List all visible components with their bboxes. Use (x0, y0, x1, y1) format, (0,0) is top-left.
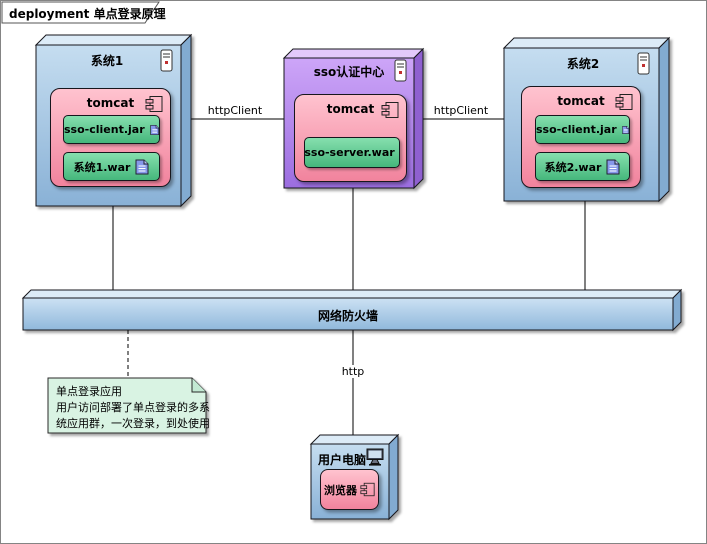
component-tomcat-sso: tomcat sso-server.war (294, 94, 407, 182)
artifact-sso-client-jar: sso-client.jar (535, 115, 630, 144)
node-system2-label: 系统2 (566, 57, 600, 71)
component-icon (360, 482, 375, 497)
artifact-label: sso-client.jar (536, 123, 617, 136)
artifact-system2-war: 系统2.war (535, 152, 630, 181)
server-icon (394, 59, 407, 82)
artifact-label: sso-client.jar (64, 123, 145, 136)
document-icon (149, 124, 159, 135)
connectors (112, 118, 586, 444)
component-tomcat-label: tomcat (86, 96, 135, 110)
artifact-label: sso-server.war (304, 146, 395, 159)
note: 单点登录应用 用户访问部署了单点登录的多系 统应用群，一次登录，到处使用 (56, 384, 210, 432)
server-icon (637, 52, 650, 75)
artifact-label: 系统1.war (73, 160, 131, 174)
document-icon (621, 125, 629, 134)
edge-label-http: http (331, 365, 375, 378)
edge-label-httpclient-right: httpClient (433, 104, 489, 117)
component-tomcat-system1: tomcat sso-client.jar 系统1.war (50, 88, 171, 187)
component-icon (381, 102, 399, 118)
document-icon (135, 159, 149, 174)
node-firewall-label: 网络防火墙 (317, 309, 378, 323)
component-tomcat-label: tomcat (557, 94, 605, 108)
component-tomcat-label: tomcat (326, 102, 375, 116)
artifact-sso-server-war: sso-server.war (304, 137, 400, 168)
component-tomcat-system2: tomcat sso-client.jar 系统2.war (521, 86, 641, 188)
note-line: 单点登录应用 (56, 385, 122, 398)
artifact-label: 系统2.war (544, 160, 602, 174)
edge-label-httpclient-left: httpClient (207, 104, 263, 117)
document-icon (606, 159, 620, 174)
component-icon (145, 96, 163, 112)
node-userpc-label: 用户电脑 (317, 453, 366, 467)
artifact-system1-war: 系统1.war (63, 152, 160, 181)
node-firewall-shell (21, 288, 683, 332)
node-sso-center-label: sso认证中心 (313, 65, 385, 79)
note-line: 用户访问部署了单点登录的多系 (56, 401, 210, 414)
component-browser: 浏览器 (320, 469, 379, 510)
artifact-sso-client-jar: sso-client.jar (63, 115, 160, 144)
note-line: 统应用群，一次登录，到处使用 (56, 417, 210, 430)
node-system1-label: 系统1 (90, 54, 124, 68)
component-icon (615, 94, 633, 110)
server-icon (160, 49, 173, 72)
computer-icon (366, 448, 384, 466)
component-browser-label: 浏览器 (324, 483, 357, 497)
frame-title: deployment 单点登录原理 (9, 7, 166, 21)
note-shape (47, 377, 207, 434)
frame-title-tab (1, 1, 160, 24)
